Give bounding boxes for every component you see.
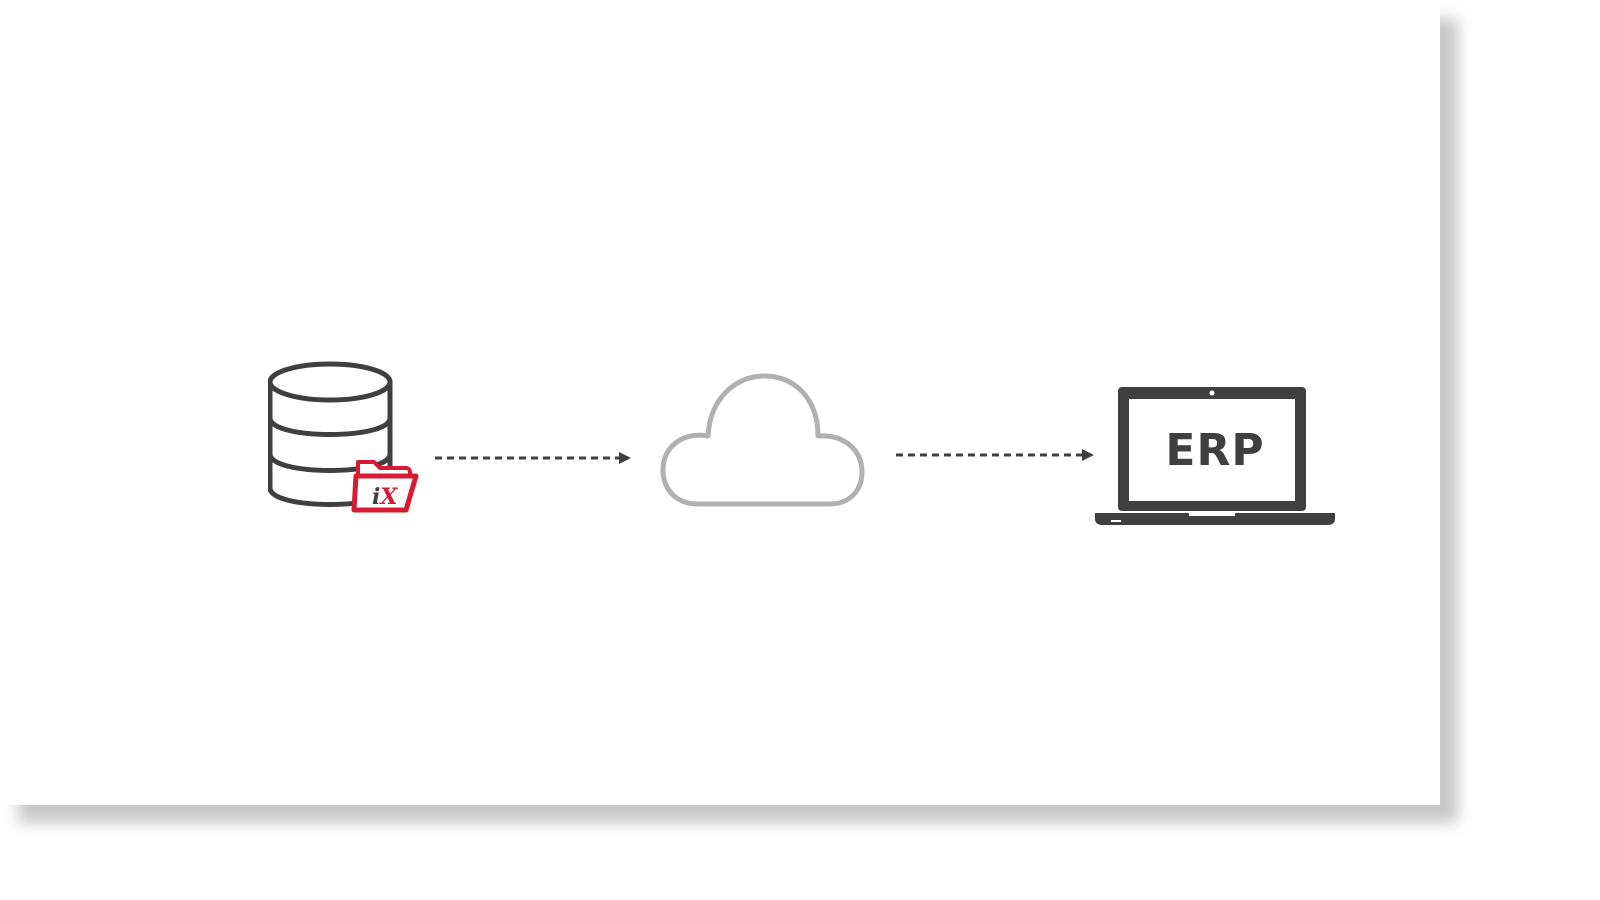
cloud-icon <box>660 373 865 507</box>
slide-canvas: iX ERP <box>267 360 1335 530</box>
database-icon: iX <box>267 361 419 513</box>
ix-folder-icon: iX <box>351 460 419 513</box>
database-node: iX <box>267 360 428 520</box>
laptop-icon <box>1095 387 1335 525</box>
cloud-node <box>660 372 870 508</box>
erp-node <box>1095 385 1335 530</box>
erp-label: ERP <box>1165 425 1265 476</box>
arrow-head-icon <box>619 452 631 464</box>
dashed-arrow-database-to-cloud <box>435 448 635 468</box>
ix-badge-text: iX <box>372 484 398 510</box>
dashed-arrow-cloud-to-erp <box>896 445 1096 465</box>
arrow-head-icon <box>1082 449 1094 461</box>
